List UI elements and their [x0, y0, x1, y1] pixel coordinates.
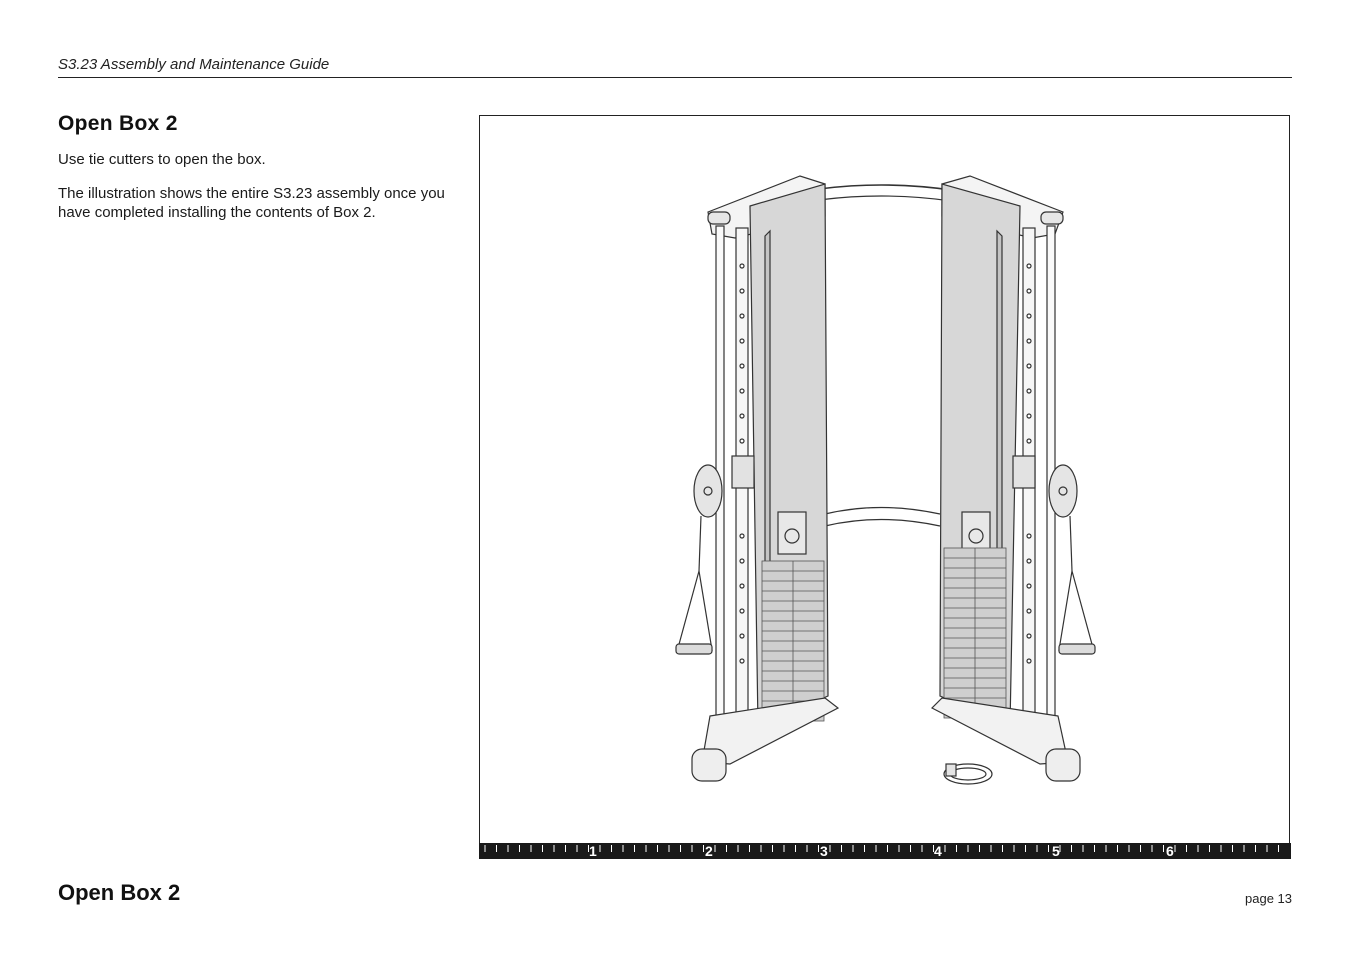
- figure-frame: [479, 115, 1290, 857]
- ruler-label-6: 6: [1166, 843, 1174, 859]
- ruler-label-3: 3: [820, 843, 828, 859]
- header-rule: [58, 77, 1292, 78]
- ruler-label-2: 2: [705, 843, 713, 859]
- ruler-ticks: [484, 845, 1279, 852]
- instruction-paragraph: Use tie cutters to open the box.: [58, 151, 266, 168]
- scale-ruler: 1 2 3 4 5 6: [479, 843, 1291, 859]
- cable-crossover-machine-illustration: [675, 175, 1096, 785]
- page-number: page 13: [1245, 891, 1292, 906]
- footer-title: Open Box 2: [58, 880, 181, 905]
- section-title: Open Box 2: [58, 112, 178, 135]
- ruler-label-4: 4: [934, 843, 942, 859]
- ruler-label-1: 1: [589, 843, 597, 859]
- illustration-description: The illustration shows the entire S3.23 …: [58, 185, 445, 221]
- running-header: S3.23 Assembly and Maintenance Guide: [58, 56, 330, 73]
- ruler-label-5: 5: [1052, 843, 1060, 859]
